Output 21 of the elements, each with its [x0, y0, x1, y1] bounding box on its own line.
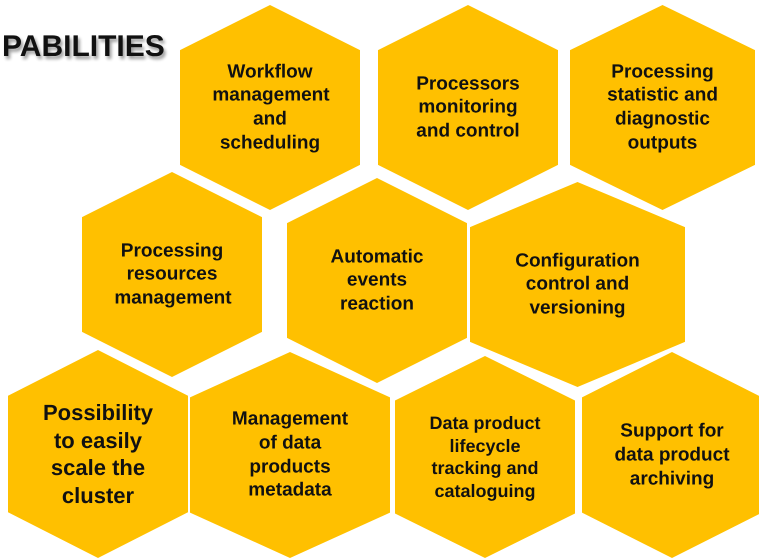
hexagon	[395, 356, 575, 558]
hexagon	[378, 5, 558, 210]
hexagon-label: Support for data product archiving	[614, 419, 730, 491]
hexagon	[570, 5, 755, 210]
hexagon-label: Processors monitoring and control	[415, 72, 521, 144]
hexagon-label: Automatic events reaction	[330, 244, 424, 316]
hexagon	[82, 172, 262, 377]
hexagon-label: Possibility to easily scale the cluster	[42, 399, 154, 509]
hexagon	[470, 182, 685, 387]
hexagon	[180, 5, 360, 210]
hexagon	[287, 178, 467, 383]
hexagon-label: Processing resources management	[114, 238, 230, 310]
hexagon-label: Data product lifecycle tracking and cataloguing	[428, 412, 542, 502]
hexagon	[8, 350, 188, 558]
hexagon-label: Processing statistic and diagnostic outputs	[606, 60, 719, 155]
hexagon-label: Workflow management and scheduling	[212, 60, 328, 155]
hexagon	[582, 352, 759, 558]
hexagon-label: Management of data products metadata	[230, 408, 350, 502]
hexagon	[190, 352, 390, 558]
hexagon-label: Configuration control and versioning	[514, 248, 641, 320]
title: PABILITIES	[2, 30, 165, 64]
